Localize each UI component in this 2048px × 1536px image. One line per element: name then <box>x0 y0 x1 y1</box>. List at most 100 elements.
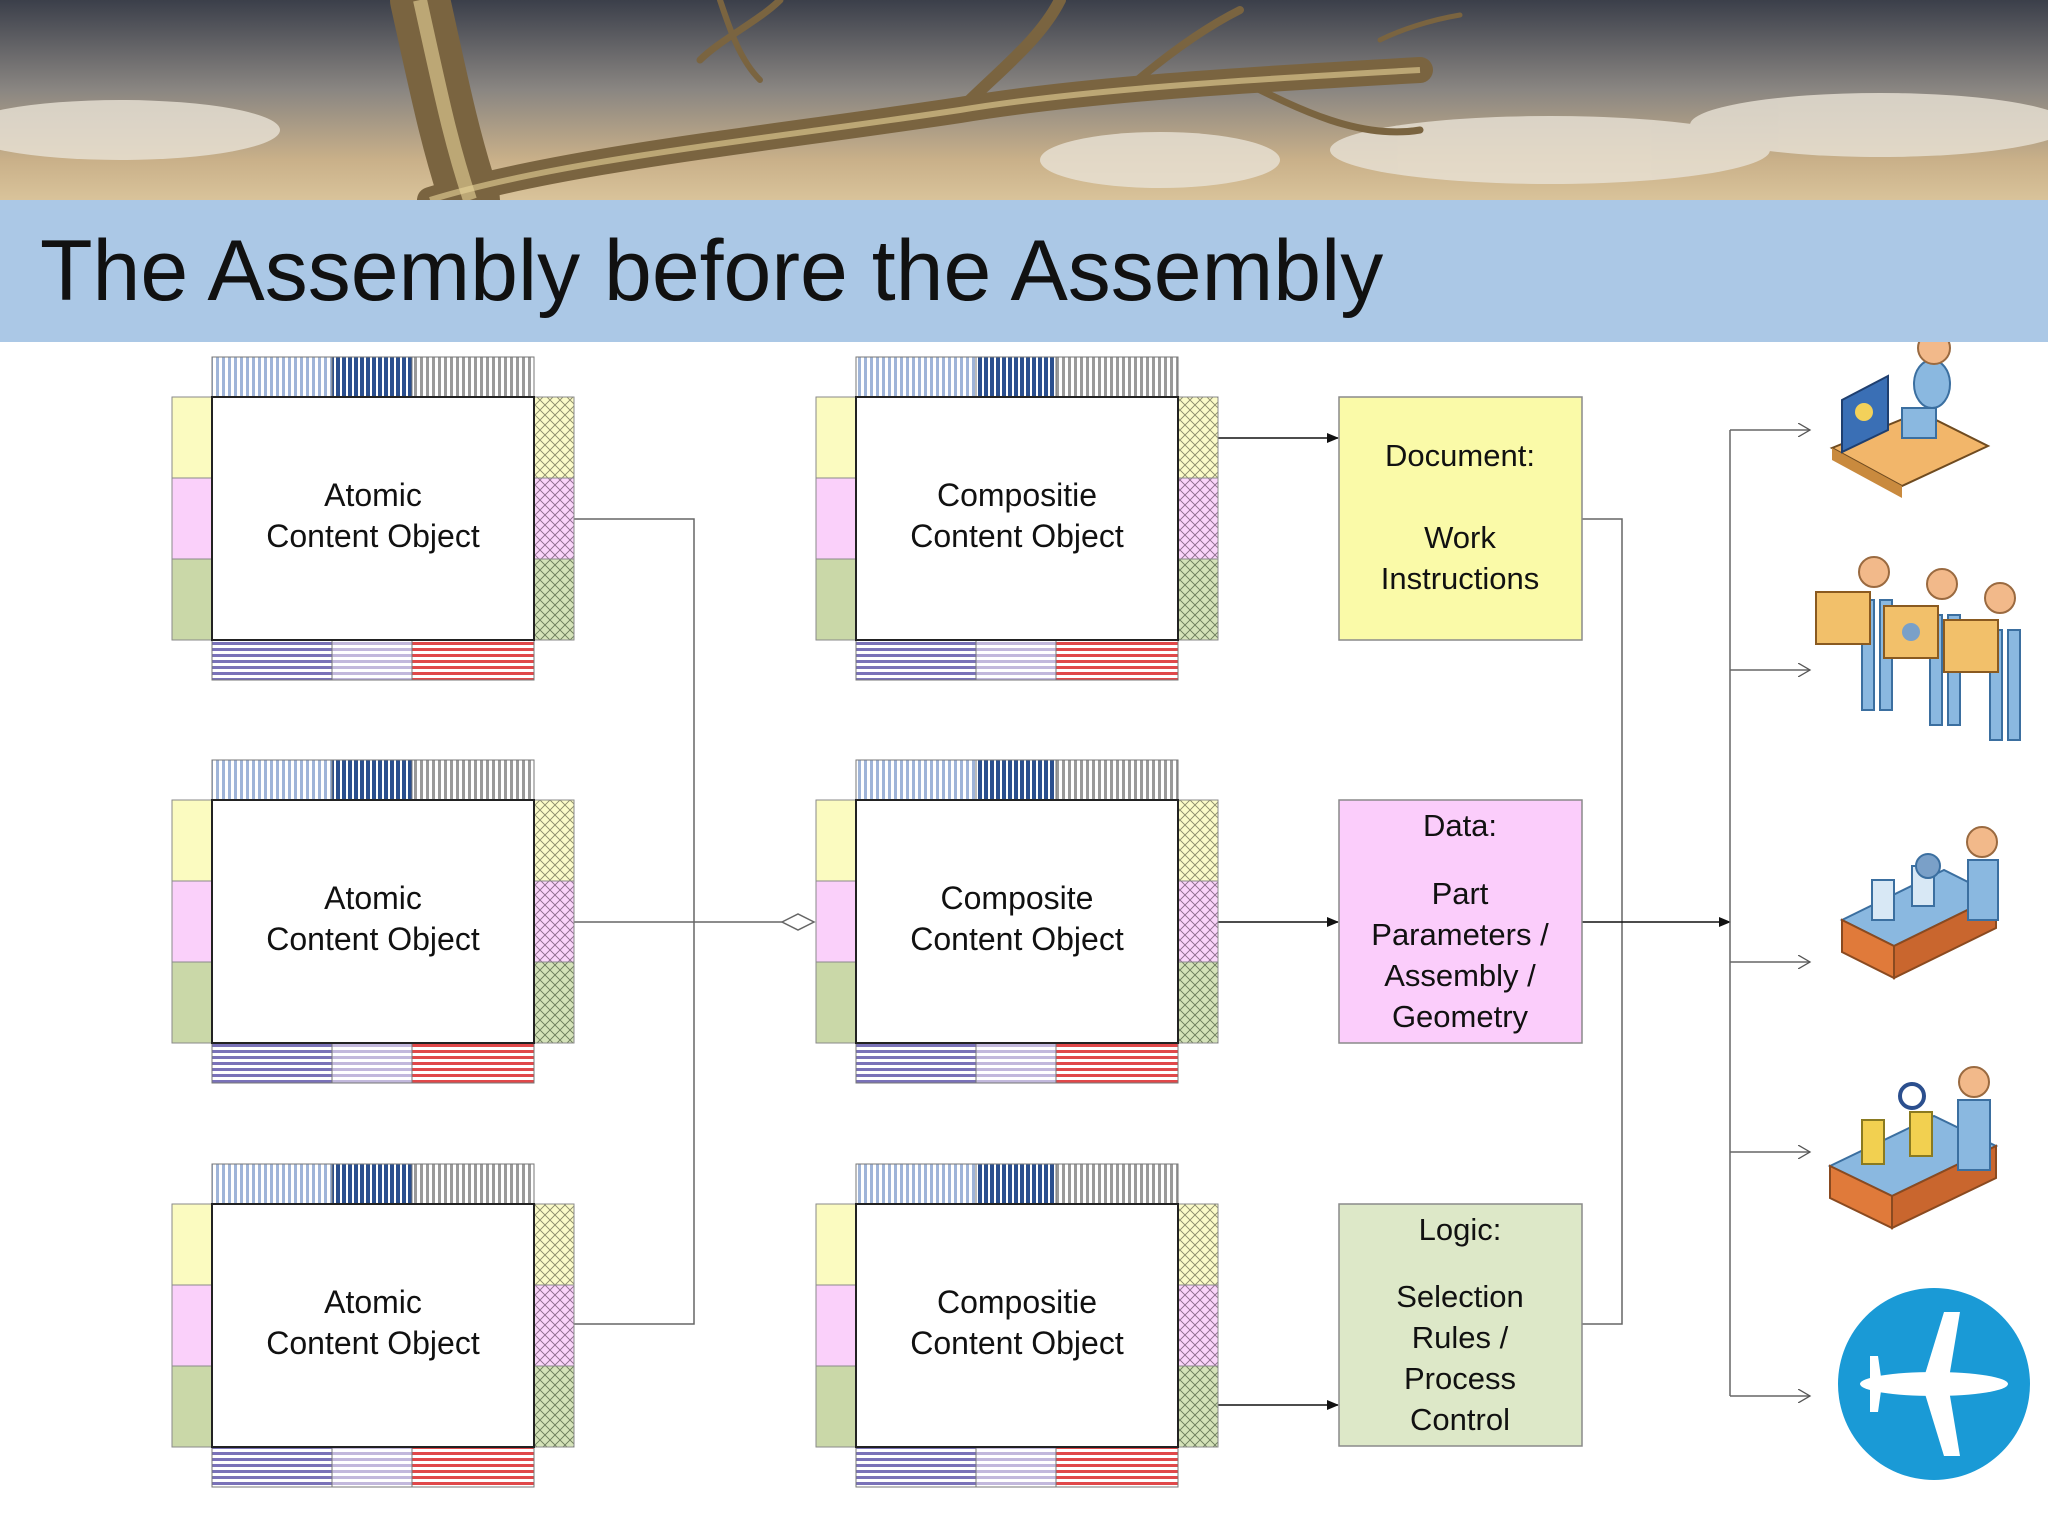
quality-inspector-icon <box>1827 1066 1999 1230</box>
left-side-yellow <box>815 1203 857 1286</box>
slide-title: The Assembly before the Assembly <box>40 223 1384 319</box>
data-line-2: Parameters / <box>1371 917 1549 952</box>
left-side-green <box>171 961 213 1044</box>
object-box <box>855 396 1179 641</box>
header-banner-image <box>0 0 2048 200</box>
top-band-light-blue <box>211 356 333 398</box>
bottom-band-lavender <box>331 1446 413 1488</box>
connector-lines <box>574 430 1810 1410</box>
object-label-line-2: Content Object <box>266 921 480 957</box>
top-band-light-blue <box>211 759 333 801</box>
object-label-line-2: Content Object <box>910 1325 1124 1361</box>
workers-carrying-boxes-icon <box>1815 556 2021 741</box>
right-side-pink <box>1177 1284 1219 1367</box>
top-band-dark-blue <box>975 356 1057 398</box>
right-side-yellow <box>1177 1203 1219 1286</box>
bottom-band-red <box>1055 639 1179 681</box>
top-band-gray <box>411 1163 535 1205</box>
document-link <box>1582 518 1623 922</box>
right-side-yellow <box>1177 799 1219 882</box>
title-bar <box>0 200 2048 342</box>
designer-workstation-icon <box>1829 342 1991 498</box>
bottom-band-lavender <box>975 639 1057 681</box>
bottom-band-purple <box>855 639 977 681</box>
bottom-band-purple <box>855 1042 977 1084</box>
bottom-band-red <box>411 1042 535 1084</box>
left-side-green <box>815 558 857 641</box>
right-side-green <box>533 558 575 641</box>
data-line-4: Geometry <box>1392 999 1529 1034</box>
right-side-green <box>533 961 575 1044</box>
bottom-band-purple <box>211 1446 333 1488</box>
bottom-band-lavender <box>975 1446 1057 1488</box>
object-label-line-1: Atomic <box>324 880 422 916</box>
atomic-1-link <box>574 518 695 922</box>
cloud-shapes <box>0 93 2048 188</box>
right-side-yellow <box>533 396 575 479</box>
bottom-band-red <box>411 1446 535 1488</box>
top-band-light-blue <box>855 356 977 398</box>
logic-line-1: Selection <box>1396 1279 1524 1314</box>
assembly-line-worker-icon <box>1839 826 1999 980</box>
object-box <box>211 1203 535 1448</box>
top-band-dark-blue <box>331 759 413 801</box>
left-side-pink <box>815 477 857 560</box>
left-side-green <box>815 1365 857 1448</box>
right-side-yellow <box>533 1203 575 1286</box>
data-line-3: Assembly / <box>1384 958 1536 993</box>
top-band-gray <box>411 356 535 398</box>
left-side-yellow <box>171 396 213 479</box>
logic-line-4: Control <box>1410 1402 1510 1437</box>
right-side-yellow <box>533 799 575 882</box>
top-band-dark-blue <box>331 356 413 398</box>
left-side-yellow <box>815 799 857 882</box>
left-side-pink <box>815 1284 857 1367</box>
left-side-pink <box>171 1284 213 1367</box>
document-heading: Document: <box>1385 438 1535 473</box>
document-line-1: Work <box>1424 520 1496 555</box>
right-side-green <box>1177 558 1219 641</box>
top-band-light-blue <box>855 1163 977 1205</box>
airplane-icon <box>1838 1288 2030 1480</box>
bottom-band-red <box>1055 1042 1179 1084</box>
left-side-green <box>815 961 857 1044</box>
right-side-pink <box>1177 880 1219 963</box>
left-side-yellow <box>171 799 213 882</box>
logic-heading: Logic: <box>1419 1212 1502 1247</box>
left-side-pink <box>171 880 213 963</box>
object-label-line-2: Content Object <box>910 518 1124 554</box>
top-band-dark-blue <box>975 1163 1057 1205</box>
left-side-yellow <box>171 1203 213 1286</box>
object-label-line-1: Atomic <box>324 1284 422 1320</box>
right-side-pink <box>533 880 575 963</box>
object-label-line-1: Composite <box>941 880 1094 916</box>
left-side-green <box>171 1365 213 1448</box>
object-label-line-2: Content Object <box>266 518 480 554</box>
output-document-box: Document: Work Instructions <box>1338 396 1583 641</box>
bottom-band-purple <box>211 1042 333 1084</box>
top-band-gray <box>1055 759 1179 801</box>
right-side-pink <box>533 1284 575 1367</box>
bottom-band-red <box>411 639 535 681</box>
left-side-pink <box>171 477 213 560</box>
right-side-green <box>1177 961 1219 1044</box>
left-side-yellow <box>815 396 857 479</box>
document-line-2: Instructions <box>1381 561 1540 596</box>
object-label-line-1: Compositie <box>937 1284 1097 1320</box>
bottom-band-purple <box>211 639 333 681</box>
logic-link <box>1582 922 1623 1325</box>
right-side-green <box>1177 1365 1219 1448</box>
top-band-gray <box>1055 356 1179 398</box>
bottom-band-red <box>1055 1446 1179 1488</box>
top-band-light-blue <box>211 1163 333 1205</box>
bottom-band-purple <box>855 1446 977 1488</box>
logic-line-2: Rules / <box>1412 1320 1509 1355</box>
top-band-gray <box>1055 1163 1179 1205</box>
